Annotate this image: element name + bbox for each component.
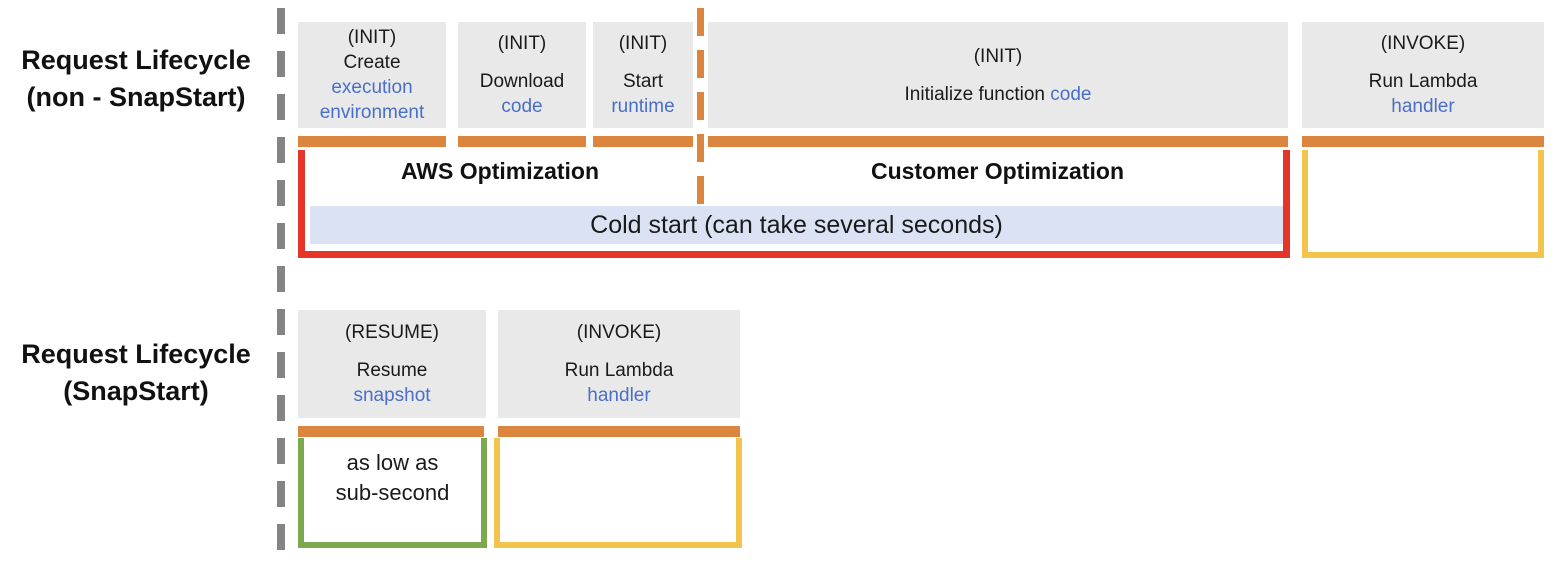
step-text-link: code bbox=[1050, 83, 1092, 105]
aws-optimization-label: AWS Optimization bbox=[400, 158, 600, 184]
latency-note: as low as sub-second bbox=[298, 448, 487, 508]
duration-bar bbox=[498, 426, 740, 437]
step-text-black: Initialize function bbox=[904, 83, 1051, 105]
step-text: Run Lambda bbox=[1368, 71, 1478, 92]
step-initialize-function-code: (INIT) Initialize function code bbox=[708, 22, 1288, 128]
step-text-link: handler bbox=[1391, 96, 1455, 117]
phase-tag: (INIT) bbox=[347, 27, 397, 48]
optimization-boundary-dashed-line bbox=[697, 8, 704, 208]
step-download-code: (INIT) Download code bbox=[458, 22, 586, 128]
step-text-link: code bbox=[501, 96, 543, 117]
cold-start-duration-bar: Cold start (can take several seconds) bbox=[310, 206, 1283, 244]
duration-bar bbox=[298, 136, 446, 147]
resume-duration-bracket bbox=[298, 438, 487, 548]
step-create-execution-environment: (INIT) Create execution environment bbox=[298, 22, 446, 128]
phase-tag: (INIT) bbox=[618, 33, 668, 54]
phase-tag: (RESUME) bbox=[345, 322, 439, 343]
row2-label-line1: Request Lifecycle bbox=[21, 339, 251, 369]
phase-tag: (INVOKE) bbox=[1380, 33, 1466, 54]
step-text: Run Lambda bbox=[564, 360, 674, 381]
step-text-link: execution bbox=[331, 77, 413, 98]
duration-bar bbox=[1302, 136, 1544, 147]
step-text-link: handler bbox=[587, 385, 651, 406]
duration-bar bbox=[458, 136, 586, 147]
step-run-lambda-handler-snapstart: (INVOKE) Run Lambda handler bbox=[498, 310, 740, 418]
latency-note-line2: sub-second bbox=[335, 480, 450, 505]
customer-optimization-label: Customer Optimization bbox=[870, 158, 1124, 184]
row1-label-line2: (non - SnapStart) bbox=[26, 82, 246, 112]
step-run-lambda-handler: (INVOKE) Run Lambda handler bbox=[1302, 22, 1544, 128]
step-text: Create bbox=[343, 52, 401, 73]
step-text: Initialize function code bbox=[905, 82, 1092, 107]
step-text: Download bbox=[479, 71, 565, 92]
step-resume-snapshot: (RESUME) Resume snapshot bbox=[298, 310, 486, 418]
latency-note-line1: as low as bbox=[346, 450, 439, 475]
phase-tag: (INIT) bbox=[497, 33, 547, 54]
invoke-duration-bracket-snapstart bbox=[494, 438, 742, 548]
invoke-duration-bracket bbox=[1302, 150, 1544, 258]
duration-bar bbox=[298, 426, 484, 437]
duration-bar bbox=[708, 136, 1288, 147]
step-text-link: environment bbox=[319, 102, 425, 123]
phase-tag: (INVOKE) bbox=[576, 322, 662, 343]
phase-tag: (INIT) bbox=[973, 45, 1023, 67]
row1-label: Request Lifecycle (non - SnapStart) bbox=[0, 42, 272, 116]
cold-start-bracket bbox=[298, 150, 1290, 258]
step-start-runtime: (INIT) Start runtime bbox=[593, 22, 693, 128]
step-text: Resume bbox=[356, 360, 428, 381]
row2-label-line2: (SnapStart) bbox=[63, 376, 209, 406]
timeline-start-dashed-line bbox=[277, 8, 285, 554]
step-text: Start bbox=[622, 71, 664, 92]
row2-label: Request Lifecycle (SnapStart) bbox=[0, 336, 272, 410]
step-text-link: runtime bbox=[611, 96, 675, 117]
duration-bar bbox=[593, 136, 693, 147]
step-text-link: snapshot bbox=[353, 385, 431, 406]
row1-label-line1: Request Lifecycle bbox=[21, 45, 251, 75]
